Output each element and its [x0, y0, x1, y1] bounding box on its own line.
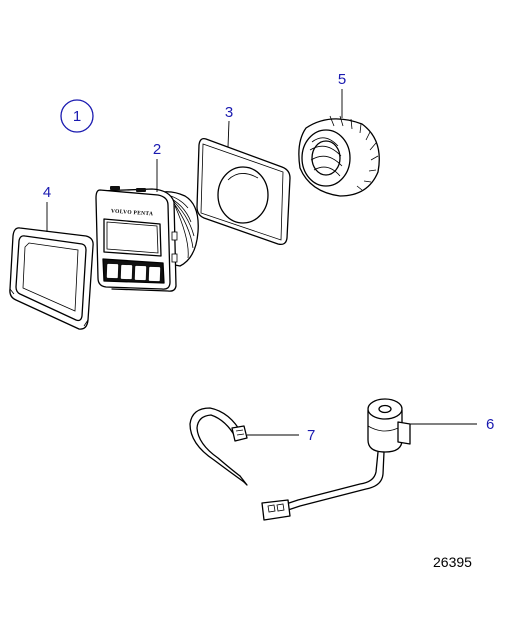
callout-5: 5 [338, 71, 346, 118]
part-sensor [261, 398, 411, 521]
part-bezel-frame [9, 227, 94, 330]
callout-4-label: 4 [43, 184, 51, 201]
callout-6-label: 6 [486, 416, 494, 433]
callout-2: 2 [153, 141, 161, 192]
part-gasket [196, 137, 291, 246]
part-nut [298, 115, 380, 197]
callout-7-label: 7 [307, 427, 315, 444]
group-marker: 1 [60, 99, 94, 133]
callout-3: 3 [225, 104, 233, 148]
part-display-unit: VOLVO PENTA [95, 186, 199, 292]
group-marker-label: 1 [73, 108, 81, 125]
figure-number: 26395 [433, 554, 472, 570]
part-cable-tie [189, 407, 248, 486]
callout-7: 7 [247, 427, 315, 444]
callout-5-label: 5 [338, 71, 346, 88]
callout-3-label: 3 [225, 104, 233, 121]
callout-4: 4 [43, 184, 51, 232]
callout-2-label: 2 [153, 141, 161, 158]
callout-6: 6 [410, 416, 494, 433]
display-brand-label: VOLVO PENTA [111, 209, 154, 218]
